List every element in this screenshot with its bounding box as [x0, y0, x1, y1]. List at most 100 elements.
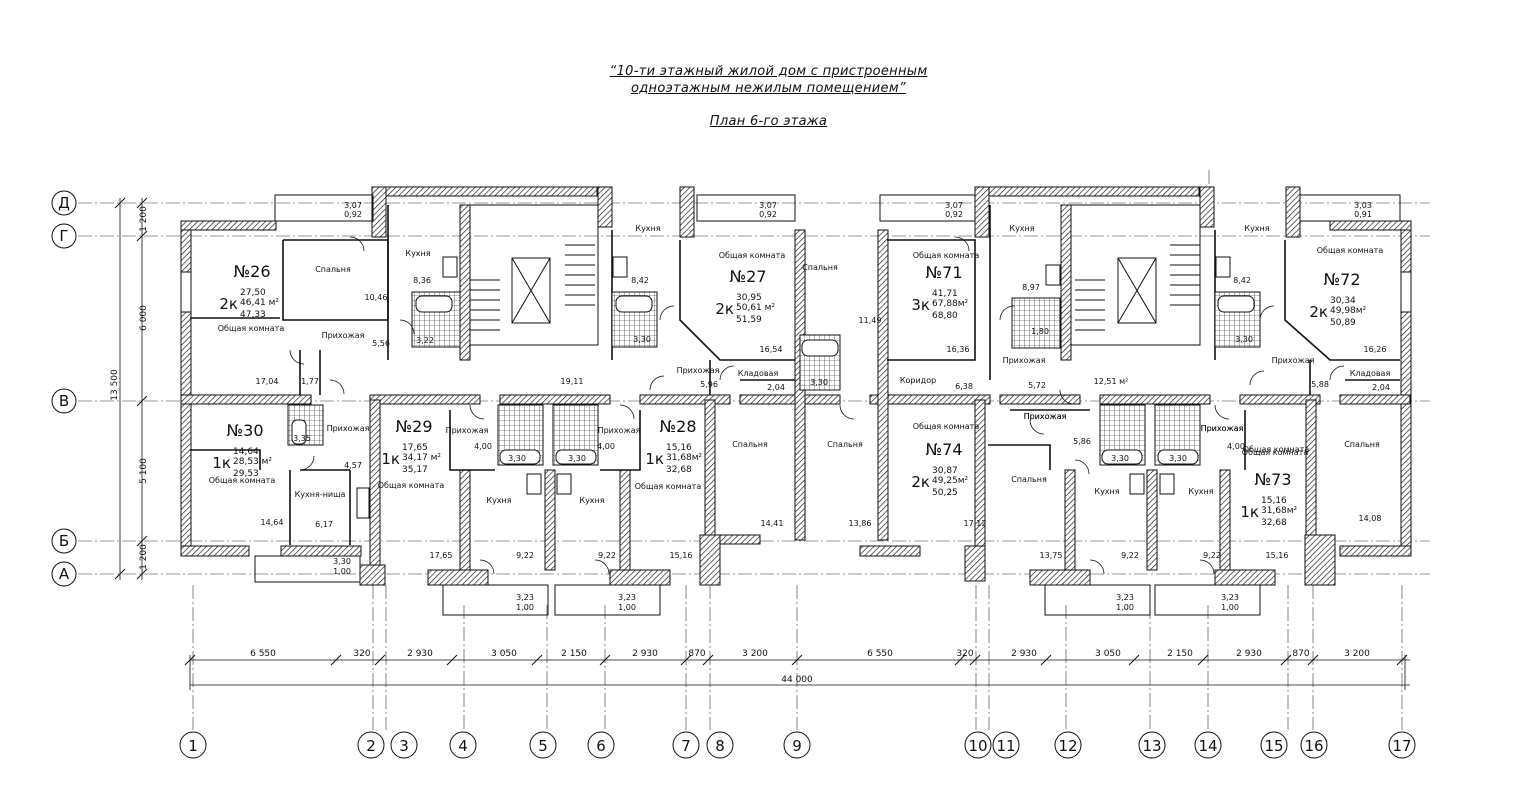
area-label: 19,11	[561, 377, 584, 386]
dim-label: 2 150	[561, 649, 587, 659]
room-label: Общая комната	[635, 482, 702, 491]
area-label: 8,36	[413, 276, 431, 285]
apartment-living-area: 30,87	[932, 466, 958, 476]
col-axis-label: 8	[715, 737, 725, 755]
col-axis-bubble	[357, 731, 385, 759]
apartment-living-area: 30,34	[1330, 296, 1356, 306]
room-label: Кухня	[579, 496, 604, 505]
room-label: Спальня	[1011, 475, 1047, 484]
row-axis-label: А	[59, 565, 70, 583]
col-axis-bubble	[1138, 731, 1166, 759]
dim-tick	[374, 654, 386, 666]
apartment-rooms: 1к	[1240, 503, 1259, 521]
room-label: Общая комната	[209, 476, 276, 485]
dim-label: 320	[353, 649, 370, 659]
room-label: Общая комната	[913, 251, 980, 260]
col-axis-label: 6	[596, 737, 606, 755]
col-axis-label: 2	[366, 737, 376, 755]
dim-tick	[1197, 654, 1209, 666]
room-label: Прихожая	[446, 426, 489, 435]
area-label: 8,42	[631, 276, 649, 285]
apartment-number: №26	[234, 262, 271, 281]
apartment-number: №73	[1255, 470, 1292, 489]
row-axis-bubble	[51, 223, 77, 249]
apartment-rooms: 2к	[911, 473, 930, 491]
dim-label: 870	[1292, 649, 1309, 659]
drawing-title-line2: одноэтажным нежилым помещением”	[631, 81, 906, 96]
area-label: 1,00	[618, 603, 636, 612]
apartment-total-area: 49,98м²	[1330, 306, 1367, 316]
area-label: 15,16	[670, 551, 693, 560]
area-label: 1,80	[1031, 327, 1049, 336]
dim-label: 870	[688, 649, 705, 659]
col-axis-label: 10	[968, 737, 987, 755]
area-label: 3,22	[416, 336, 434, 345]
row-axis-label: В	[59, 392, 69, 410]
col-axis-bubble	[587, 731, 615, 759]
room-label: Кладовая	[738, 369, 779, 378]
area-label: 5,96	[700, 380, 718, 389]
area-label: 13,86	[849, 519, 872, 528]
room-label: Прихожая	[677, 366, 720, 375]
col-axis-label: 13	[1142, 737, 1161, 755]
apartment-number: №30	[227, 421, 264, 440]
dim-label: 2 930	[1236, 649, 1262, 659]
room-label: Кухня	[635, 224, 660, 233]
col-axis-bubble	[1194, 731, 1222, 759]
area-label: 3,03	[1354, 201, 1372, 210]
area-label: 3,23	[516, 593, 534, 602]
col-axis-bubble	[1300, 731, 1328, 759]
col-axis-label: 9	[792, 737, 802, 755]
area-label: 1,77	[301, 377, 319, 386]
area-label: 3,23	[1221, 593, 1239, 602]
col-axis-label: 7	[681, 737, 691, 755]
apartment-total-area: 50,61 м²	[736, 303, 775, 313]
area-label: 8,42	[1233, 276, 1251, 285]
col-axis-bubble	[1054, 731, 1082, 759]
dim-label: 2 150	[1167, 649, 1193, 659]
area-label: 17,04	[256, 377, 279, 386]
room-label: Общая комната	[1242, 448, 1309, 457]
col-axis-bubble	[390, 731, 418, 759]
area-label: 3,07	[344, 201, 362, 210]
row-axis-label: Д	[58, 194, 70, 212]
col-axis-label: 12	[1058, 737, 1077, 755]
col-axis-bubble	[179, 731, 207, 759]
room-label: Прихожая	[1201, 424, 1244, 433]
room-label: Коридор	[900, 376, 936, 385]
area-label: 5,88	[1311, 380, 1329, 389]
dim-tick	[954, 654, 966, 666]
area-label: 1,00	[1221, 603, 1239, 612]
area-label: 13,75	[1040, 551, 1063, 560]
area-label: 14,64	[261, 518, 284, 527]
apartment-total-area-2: 35,17	[402, 465, 428, 475]
dim-tick	[680, 654, 692, 666]
area-label: 0,92	[759, 210, 777, 219]
dim-vertical-label: 1 200	[139, 206, 149, 232]
area-label: 15,16	[1266, 551, 1289, 560]
dim-tick	[702, 654, 714, 666]
apartment-rooms: 2к	[219, 295, 238, 313]
balconies	[254, 194, 1401, 616]
apartment-total-area-2: 29,53	[233, 469, 259, 479]
room-label: Общая комната	[1317, 246, 1384, 255]
dim-tick	[791, 654, 803, 666]
dimension-lines	[119, 198, 1410, 690]
area-label: 4,00	[1227, 442, 1245, 451]
apartment-total-area-2: 32,68	[666, 465, 692, 475]
room-label: Общая комната	[218, 324, 285, 333]
dim-tick	[599, 654, 611, 666]
apartment-rooms: 2к	[715, 300, 734, 318]
apartment-number: №71	[926, 263, 963, 282]
area-label: 3,30	[633, 335, 651, 344]
col-axis-label: 11	[996, 737, 1015, 755]
col-axis-bubble	[706, 731, 734, 759]
drawing-subtitle: План 6-го этажа	[709, 114, 828, 129]
dim-vertical-label: 6 000	[139, 305, 149, 331]
dim-tick	[1280, 654, 1292, 666]
door-swings	[289, 236, 1345, 575]
area-label: 1,00	[516, 603, 534, 612]
area-label: 16,54	[760, 345, 783, 354]
area-label: 2,04	[1372, 383, 1390, 392]
